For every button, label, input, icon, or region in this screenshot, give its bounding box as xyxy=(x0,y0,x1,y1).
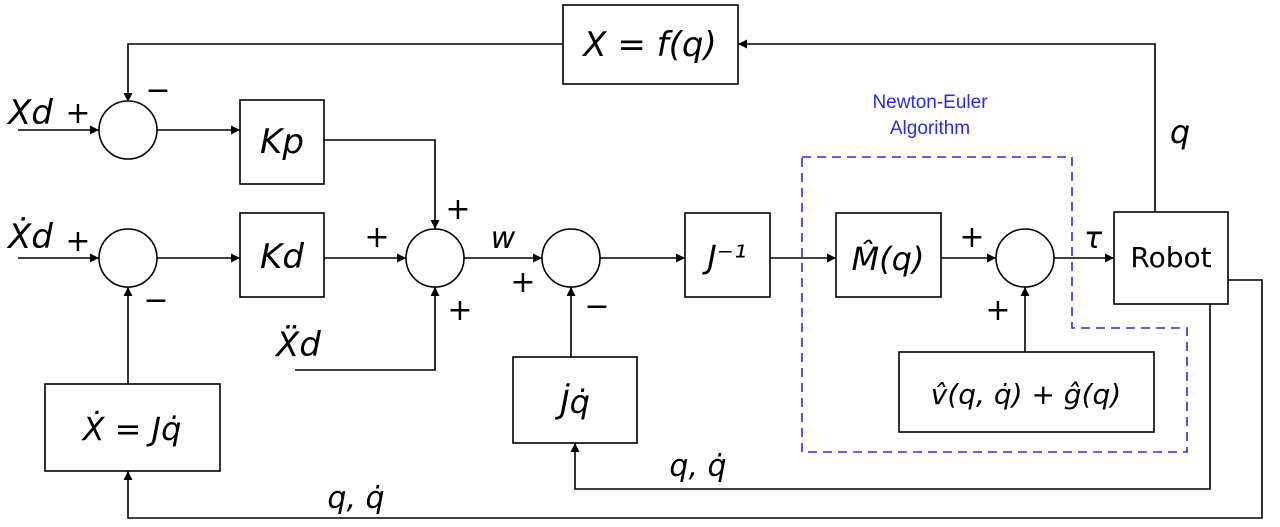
wire-fk-to-sum1 xyxy=(123,43,563,102)
sign-minus-velmap: − xyxy=(143,283,168,318)
sign-plus-mass: + xyxy=(959,220,984,255)
signal-q-qdot-upper: q, q̇ xyxy=(669,449,726,484)
summing-junction-position xyxy=(98,100,158,160)
wire-xdddot-input xyxy=(295,287,440,371)
kp-label: Kp xyxy=(260,122,304,162)
velocity-map-label: Ẋ = Jq̇ xyxy=(81,410,182,448)
sign-minus-jdotqdot: − xyxy=(584,289,609,324)
summing-junction-w xyxy=(541,228,601,288)
kp-block xyxy=(239,99,325,185)
jinv-label: J⁻¹ xyxy=(701,238,746,276)
signal-q: q xyxy=(1170,113,1190,151)
wire-robot-to-velmap xyxy=(123,279,1263,519)
signal-xd-dot: Ẋd xyxy=(6,217,53,257)
robot-label: Robot xyxy=(1130,241,1211,274)
velocity-map-block xyxy=(44,383,221,472)
signal-xd: Xd xyxy=(6,93,53,133)
sign-plus-w: + xyxy=(510,265,535,300)
sign-minus-fk: − xyxy=(145,73,170,108)
signal-xd-ddot: Ẍd xyxy=(274,325,321,365)
newton-euler-label-line2: Algorithm xyxy=(890,118,970,139)
sign-plus-vg: + xyxy=(985,293,1010,328)
summing-junction-velocity xyxy=(98,228,158,288)
jdot-qdot-label: J̇q̇ xyxy=(554,383,590,421)
robot-block xyxy=(1113,211,1229,305)
kd-block xyxy=(239,212,325,298)
signal-w: w xyxy=(491,221,516,256)
sign-plus-xd: + xyxy=(65,96,90,131)
mass-matrix-label: M̂(q) xyxy=(852,240,925,278)
sign-plus-kd: + xyxy=(364,220,389,255)
signal-tau: τ xyxy=(1084,221,1103,256)
jdot-qdot-block xyxy=(512,356,638,444)
dynamics-terms-label: v̂(q, q̇) + ĝ(q) xyxy=(931,378,1121,411)
newton-euler-label-line1: Newton-Euler xyxy=(872,92,988,113)
signal-q-qdot-lower: q, q̇ xyxy=(327,481,384,516)
wire-robot-to-fk xyxy=(738,39,1156,212)
wire-kp-to-sum3 xyxy=(324,139,440,229)
jinv-block xyxy=(684,212,771,298)
sign-plus-kp: + xyxy=(445,192,470,227)
forward-kinematics-block xyxy=(562,4,739,85)
summing-junction-acceleration xyxy=(405,228,465,288)
forward-kinematics-label: X = f(q) xyxy=(581,25,716,65)
newton-euler-region xyxy=(801,156,1188,453)
sign-plus-xdddot: + xyxy=(447,293,472,328)
mass-matrix-block xyxy=(835,212,942,298)
kd-label: Kd xyxy=(260,237,304,277)
sign-plus-xddot: + xyxy=(65,224,90,259)
wire-robot-to-jdotqdot xyxy=(570,304,1211,490)
dynamics-terms-block xyxy=(898,351,1155,433)
summing-junction-torque xyxy=(995,228,1055,288)
